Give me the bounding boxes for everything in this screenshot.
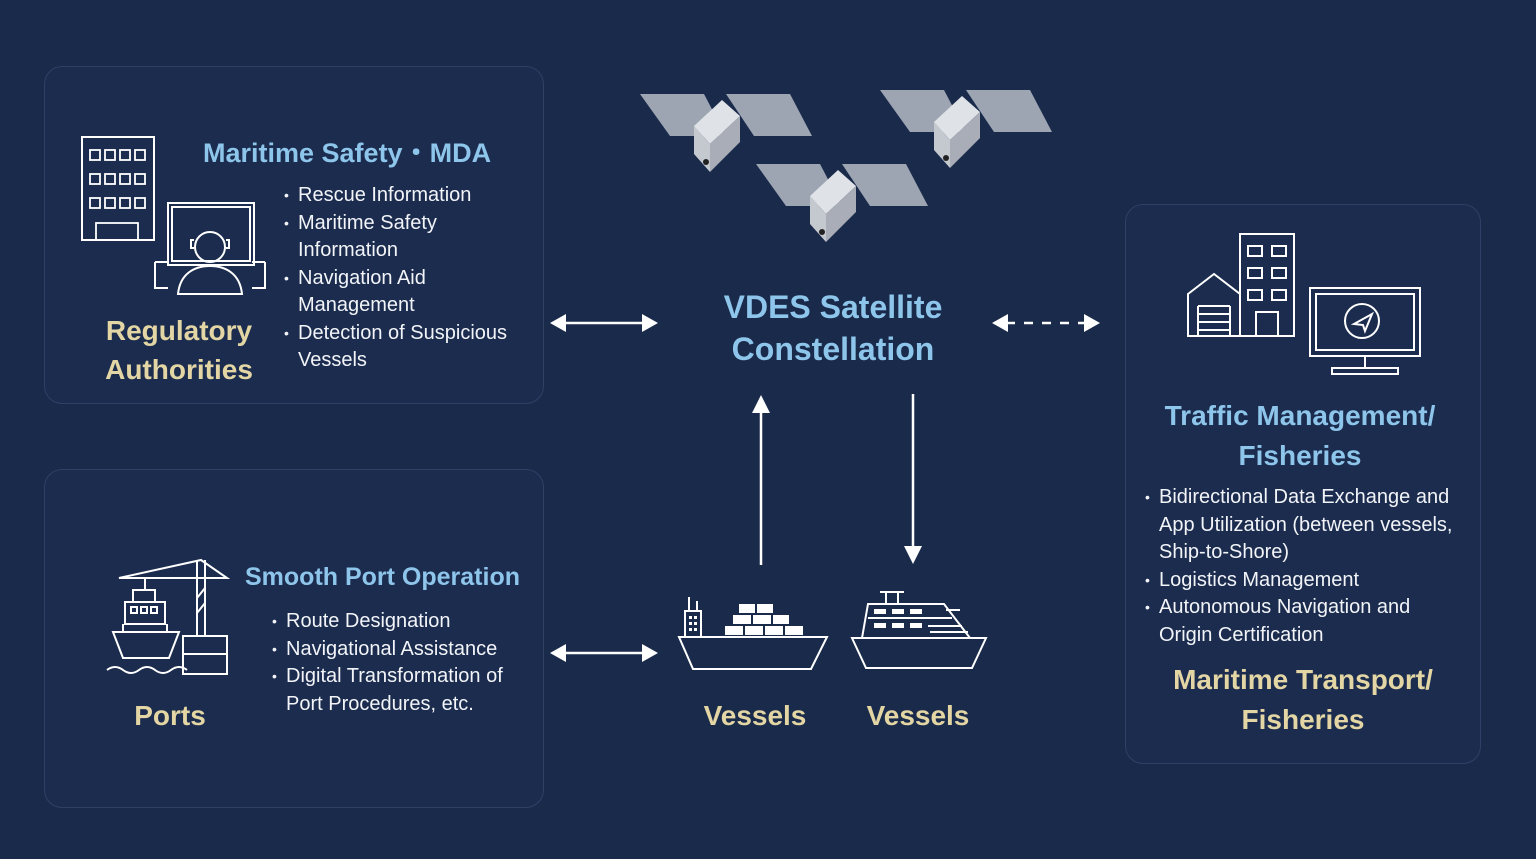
ports-label: Ports — [134, 700, 206, 731]
list-item: Detection of Suspicious Vessels — [284, 320, 524, 375]
maritime-transport-label: Maritime Transport/ Fisheries — [1130, 660, 1476, 740]
vdes-title-line1: VDES Satellite — [723, 289, 943, 325]
regulatory-label-line2: Authorities — [105, 354, 253, 385]
regulatory-title: Maritime Safety・MDA — [203, 138, 492, 168]
navigation-monitor-icon — [1308, 286, 1422, 378]
vdes-title: VDES Satellite Constellation — [700, 286, 966, 370]
traffic-title-line1: Traffic Management/ — [1164, 400, 1436, 431]
traffic-title: Traffic Management/ Fisheries — [1130, 396, 1470, 476]
dashed-bidirectional-arrow — [990, 310, 1102, 336]
maritime-transport-label-line1: Maritime Transport/ — [1173, 664, 1433, 695]
bidirectional-arrow-regulatory — [548, 310, 660, 336]
building-icon — [80, 135, 158, 243]
satellite-icon — [640, 94, 812, 172]
list-item: Route Designation — [272, 608, 522, 636]
port-crane-ship-icon — [105, 558, 231, 682]
regulatory-label: Regulatory Authorities — [90, 311, 268, 389]
bidirectional-arrow-ports — [548, 640, 660, 666]
list-item: Maritime Safety Information — [284, 210, 524, 265]
downlink-arrow — [901, 394, 925, 566]
operator-monitor-icon — [152, 200, 268, 296]
uplink-arrow — [749, 393, 773, 567]
list-item: Navigation Aid Management — [284, 265, 524, 320]
satellite-constellation-icon — [636, 86, 1056, 246]
ferry-ship-icon — [850, 588, 988, 672]
list-item: Rescue Information — [284, 182, 524, 210]
container-ship-icon — [677, 593, 829, 673]
maritime-transport-label-line2: Fisheries — [1241, 704, 1365, 735]
traffic-list: Bidirectional Data Exchange and App Util… — [1145, 484, 1465, 649]
ports-title: Smooth Port Operation — [245, 563, 520, 591]
city-buildings-icon — [1186, 232, 1298, 340]
vdes-title-line2: Constellation — [731, 331, 935, 367]
list-item: Bidirectional Data Exchange and App Util… — [1145, 484, 1465, 567]
ports-list: Route Designation Navigational Assistanc… — [272, 608, 522, 718]
traffic-title-line2: Fisheries — [1238, 440, 1362, 471]
list-item: Navigational Assistance — [272, 636, 522, 664]
vessels-label-left: Vessels — [703, 700, 807, 731]
list-item: Autonomous Navigation and Origin Certifi… — [1145, 594, 1465, 649]
regulatory-label-line1: Regulatory — [105, 315, 253, 346]
list-item: Digital Transformation of Port Procedure… — [272, 663, 522, 718]
list-item: Logistics Management — [1145, 567, 1465, 595]
regulatory-list: Rescue Information Maritime Safety Infor… — [284, 182, 524, 375]
satellite-icon — [756, 164, 928, 242]
vessels-label-right: Vessels — [866, 700, 970, 731]
satellite-icon — [880, 90, 1052, 168]
